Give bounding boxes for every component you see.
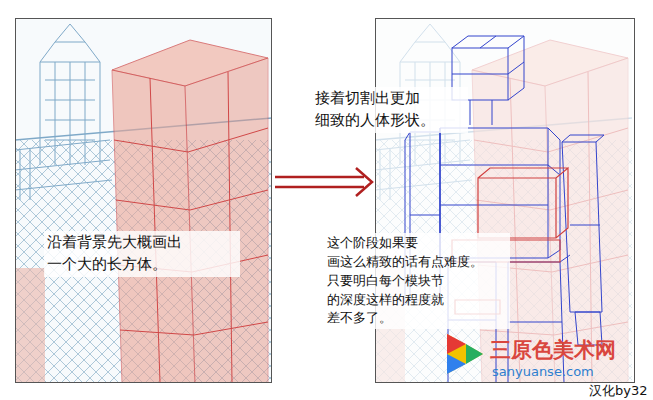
arrow-stroke — [275, 186, 364, 189]
arrow-stroke — [356, 168, 372, 196]
watermark-text: 三原色美术网 — [490, 336, 616, 364]
arrow-stroke — [275, 176, 364, 179]
watermark-text: sanyuanse.com — [492, 364, 594, 379]
caption-text: 沿着背景先大概画出 一个大的长方体。 — [44, 231, 240, 277]
caption-text: 这个阶段如果要 画这么精致的话有点难度。 只要明白每个模块节 的深度这样的程度就… — [324, 233, 510, 329]
image-panel: 沿着背景先大概画出 一个大的长方体。 — [15, 18, 272, 383]
caption-text: 接着切割出更加 细致的人体形状。 — [312, 87, 468, 133]
scene-sketch — [15, 18, 272, 383]
watermark-logo — [447, 334, 483, 374]
double-arrow — [275, 168, 372, 196]
image-panel: 接着切割出更加 细致的人体形状。这个阶段如果要 画这么精致的话有点难度。 只要明… — [375, 18, 635, 383]
watermark-text: 汉化by32 — [589, 382, 648, 400]
